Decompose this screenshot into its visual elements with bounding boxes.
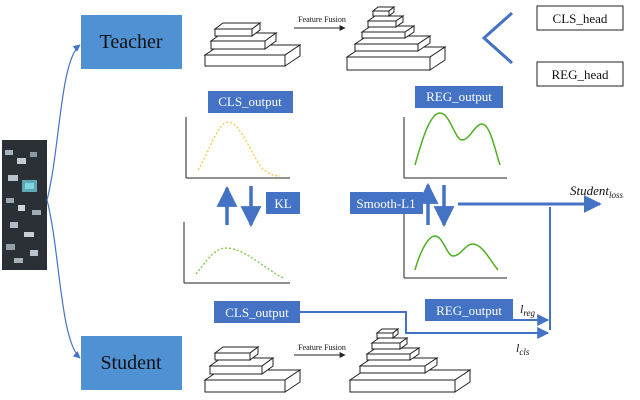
teacher-fpn-stack bbox=[345, 5, 447, 71]
teacher-reg-plot bbox=[403, 112, 507, 179]
teacher-cls-curve bbox=[197, 121, 281, 177]
reg-output-top-box bbox=[415, 86, 503, 108]
reg-output-bottom-label: REG_output bbox=[436, 303, 502, 318]
student-fpn-stack bbox=[348, 327, 472, 393]
teacher-cls-plot bbox=[185, 117, 290, 179]
cls-output-bottom-label: CLS_output bbox=[225, 305, 289, 320]
l-reg-label: lreg bbox=[520, 302, 536, 318]
image-to-teacher-arrow bbox=[46, 44, 81, 201]
teacher-box bbox=[81, 15, 182, 69]
kl-label: KL bbox=[274, 196, 291, 211]
feature-fusion-top-label: Feature Fusion bbox=[298, 15, 346, 24]
student-cls-curve bbox=[195, 247, 285, 279]
teacher-backbone-stack bbox=[203, 22, 302, 67]
reg-head-label: REG_head bbox=[551, 67, 609, 82]
feature-fusion-bottom-label: Feature Fusion bbox=[298, 343, 346, 352]
student-reg-curve bbox=[414, 235, 499, 271]
student-cls-plot bbox=[183, 222, 290, 284]
student-box bbox=[81, 336, 182, 390]
cls-head-box bbox=[536, 5, 624, 31]
cls-head-label: CLS_head bbox=[553, 11, 608, 26]
student-loss-label: Studentloss bbox=[570, 183, 624, 200]
l-cls-arrow bbox=[300, 311, 550, 339]
kl-box bbox=[266, 192, 300, 214]
cls-output-bottom-box bbox=[214, 301, 300, 323]
teacher-reg-curve bbox=[414, 112, 501, 166]
smooth-l1-box bbox=[350, 192, 423, 214]
reg-output-bottom-box bbox=[425, 299, 513, 321]
l-cls-label: lcls bbox=[516, 341, 530, 357]
student-label: Student bbox=[100, 352, 162, 374]
cls-output-top-box bbox=[208, 91, 293, 113]
image-to-student-arrow bbox=[46, 199, 81, 359]
teacher-label: Teacher bbox=[100, 31, 163, 53]
smooth-l1-label: Smooth-L1 bbox=[356, 196, 415, 211]
cls-output-top-label: CLS_output bbox=[218, 94, 282, 109]
reg-output-top-label: REG_output bbox=[426, 89, 492, 104]
student-backbone-stack bbox=[203, 346, 302, 393]
input-image bbox=[2, 140, 47, 270]
student-reg-plot bbox=[403, 214, 507, 279]
reg-head-box bbox=[536, 61, 624, 87]
head-split-arrows bbox=[481, 11, 513, 65]
